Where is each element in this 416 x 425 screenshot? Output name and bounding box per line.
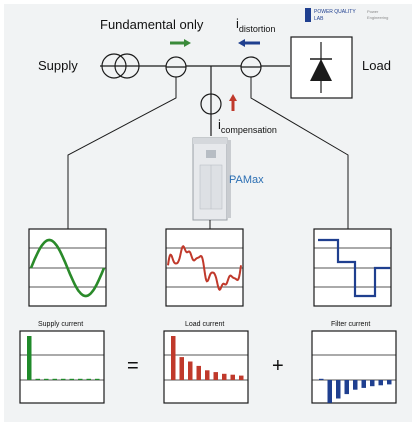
filter-spectrum-title: Filter current: [331, 321, 370, 328]
spectrum-bar: [179, 357, 184, 380]
supply-current-waveform: [29, 238, 106, 298]
spectrum-bar: [86, 378, 91, 380]
load-spectrum-title: Load current: [185, 321, 224, 328]
device-label: PAMax: [229, 174, 264, 186]
spectrum-bar: [78, 378, 83, 380]
spectrum-bar: [387, 380, 392, 385]
spectrum-bar: [378, 380, 383, 386]
supply-connector: [67, 77, 177, 229]
brand-name-line1: POWER QUALITY: [314, 9, 356, 15]
supply-spectrum-chart: [19, 330, 105, 404]
supply-label: Supply: [38, 58, 78, 73]
spectrum-bar: [69, 378, 74, 380]
compensation-arrow-icon: [229, 94, 237, 111]
spectrum-bar: [188, 361, 193, 380]
supply-current-waveform-scope: [28, 228, 107, 307]
spectrum-bar: [27, 336, 32, 380]
spectrum-bar: [336, 380, 341, 399]
spectrum-bar: [213, 372, 218, 380]
load-current-waveform-scope: [165, 228, 244, 307]
spectrum-bar: [35, 378, 40, 380]
spectrum-bar: [361, 380, 366, 388]
spectrum-bar: [44, 378, 49, 380]
load-connector: [250, 77, 349, 229]
pamax-cabinet: [192, 137, 231, 221]
diode-icon: [310, 42, 332, 93]
spectrum-bar: [239, 375, 244, 380]
spectrum-bar: [205, 370, 210, 380]
spectrum-bar: [327, 380, 332, 403]
brand-tagline-line1: Power: [367, 9, 379, 14]
supply-spectrum-title: Supply current: [38, 321, 83, 328]
spectrum-bar: [370, 380, 375, 387]
spectrum-bar: [61, 378, 66, 380]
fundamental-arrow-icon: [170, 39, 191, 47]
i-compensation-label: icompensation: [218, 117, 277, 135]
transformer-icon: [101, 53, 140, 79]
brand-name-line2: LAB: [314, 16, 324, 22]
load-spectrum-chart: [163, 330, 249, 404]
spectrum-bar: [52, 378, 57, 380]
brand-tagline-line2: Engineering: [367, 15, 388, 20]
spectrum-bar: [95, 378, 100, 380]
spectrum-bar: [319, 378, 324, 380]
plus-sign: +: [272, 355, 284, 377]
fundamental-only-label: Fundamental only: [100, 17, 204, 32]
filter-spectrum-chart: [311, 330, 397, 404]
brand-logo: POWER QUALITY LAB Power Engineering: [305, 8, 388, 22]
filter-current-waveform: [318, 238, 390, 298]
spectrum-bar: [353, 380, 358, 390]
filter-current-waveform-scope: [313, 228, 392, 307]
spectrum-bar: [344, 380, 349, 395]
distortion-arrow-icon: [238, 39, 260, 47]
spectrum-bar: [171, 336, 176, 380]
spectrum-bar: [196, 365, 201, 380]
spectrum-bar: [222, 373, 227, 380]
equals-sign: =: [127, 355, 139, 377]
spectrum-bar: [230, 374, 235, 380]
load-label: Load: [362, 58, 391, 73]
load-current-waveform: [167, 245, 242, 291]
i-distortion-label: idistortion: [236, 16, 275, 34]
